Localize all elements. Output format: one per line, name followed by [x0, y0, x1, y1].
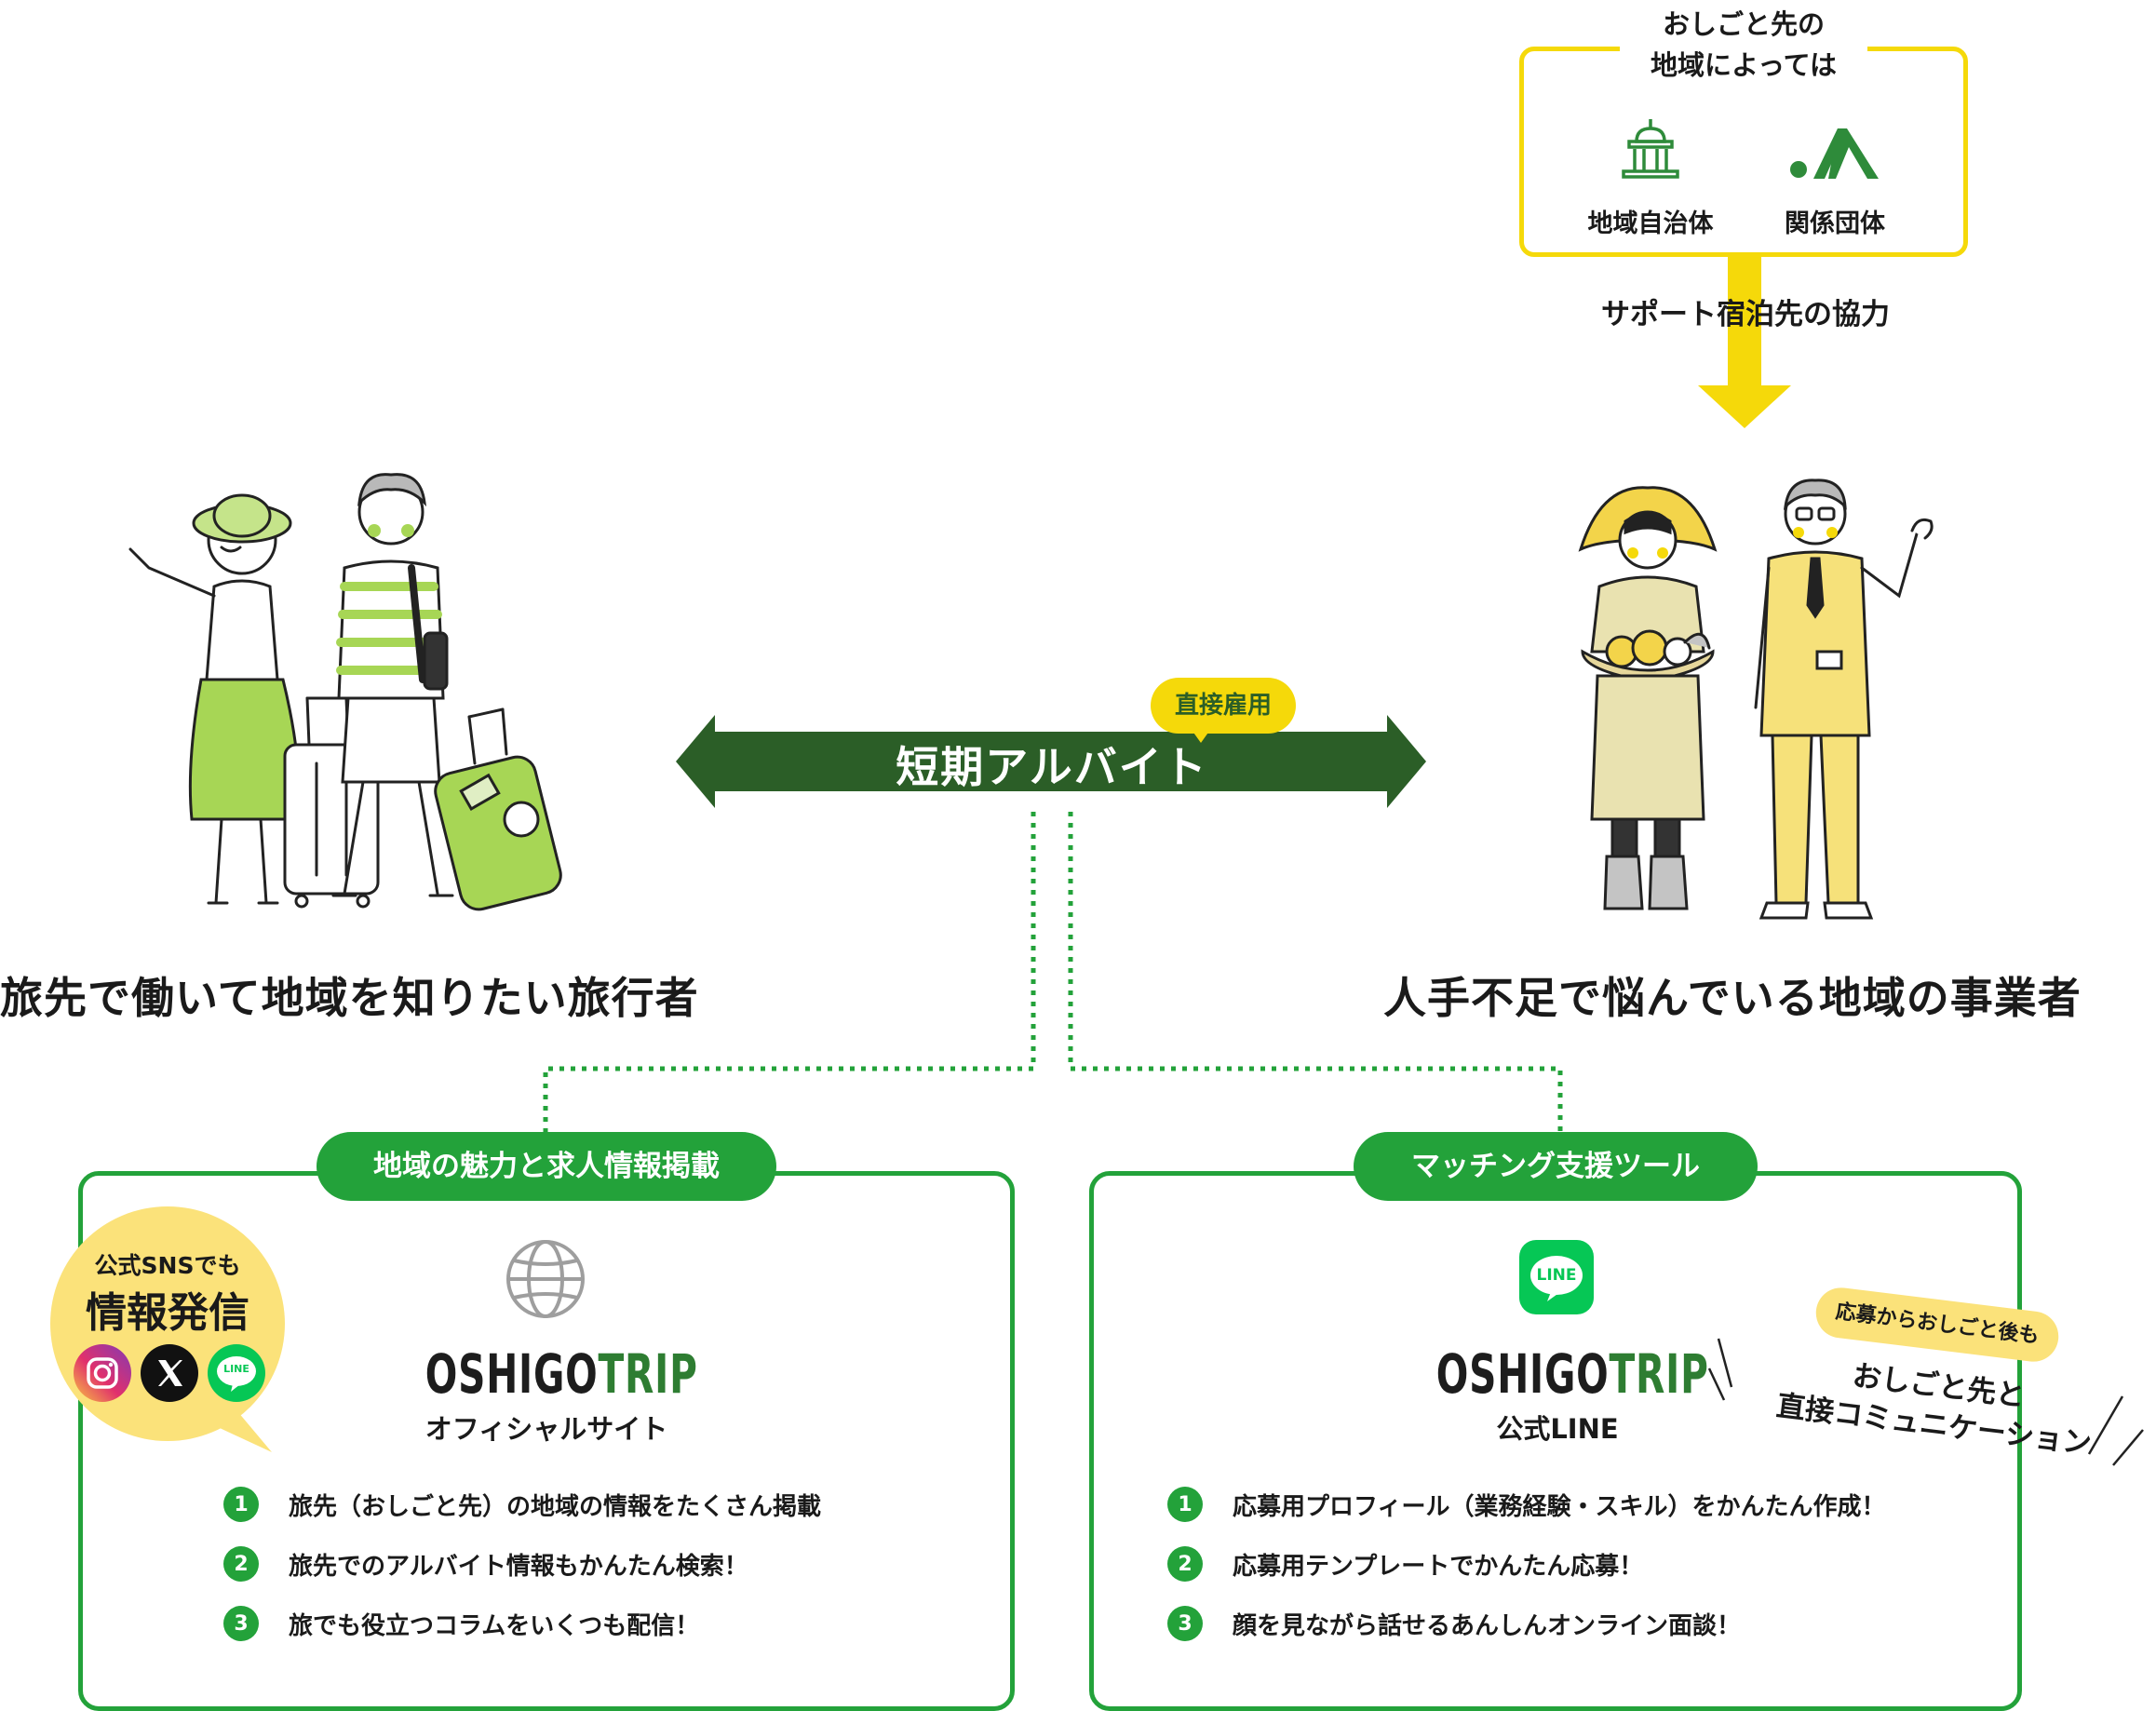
- line-feature-2: 2 応募用テンプレートでかんたん応募！: [1167, 1546, 1643, 1582]
- city-hall-icon: [1616, 115, 1685, 184]
- line-app-icon: LINE: [1519, 1240, 1594, 1314]
- left-party-label: 旅先で働いて地域を知りたい旅行者: [0, 973, 699, 1023]
- website-feature-1: 1 旅先（おしごと先）の地域の情報をたくさん掲載: [223, 1487, 821, 1522]
- feature-text: 応募用プロフィール（業務経験・スキル）をかんたん作成！: [1233, 1492, 1886, 1521]
- support-box-title-line2: 地域によっては: [1650, 49, 1838, 81]
- line-app-icon-text: LINE: [1536, 1266, 1577, 1285]
- emphasis-marks: [1704, 1331, 2150, 1471]
- website-feature-2: 2 旅先でのアルバイト情報もかんたん検索！: [223, 1546, 748, 1582]
- x-icon[interactable]: [140, 1343, 199, 1403]
- line-logo-part2: TRIP: [1609, 1342, 1709, 1406]
- line-subtitle: 公式LINE: [1496, 1413, 1619, 1445]
- feature-text: 旅でも役立つコラムをいくつも配信！: [289, 1611, 700, 1640]
- feature-text: 顔を見ながら話せるあんしんオンライン面談！: [1233, 1611, 1742, 1640]
- travelers-illustration: [112, 465, 614, 940]
- support-box-title: おしごと先の 地域によっては: [1620, 4, 1867, 86]
- support-item-label-organization: 関係団体: [1785, 209, 1885, 238]
- line-feature-1: 1 応募用プロフィール（業務経験・スキル）をかんたん作成！: [1167, 1487, 1885, 1522]
- line-card-pill: マッチング支援ツール: [1354, 1132, 1758, 1201]
- feature-text: 旅先（おしごと先）の地域の情報をたくさん掲載: [289, 1492, 822, 1521]
- instagram-icon[interactable]: [73, 1343, 132, 1403]
- website-subtitle: オフィシャルサイト: [424, 1413, 668, 1445]
- feature-number: 3: [1167, 1606, 1203, 1641]
- direct-employment-badge: 直接雇用: [1151, 678, 1296, 734]
- support-arrow: [1696, 257, 1793, 430]
- support-item-label-municipality: 地域自治体: [1587, 209, 1714, 238]
- website-card-pill: 地域の魅力と求人情報掲載: [317, 1132, 776, 1201]
- line-icon-text: LINE: [223, 1363, 249, 1375]
- business-owners-illustration: [1545, 465, 1955, 940]
- direct-employment-badge-text: 直接雇用: [1174, 692, 1272, 720]
- support-arrow-label: サポート宿泊先の協力: [1601, 298, 1890, 331]
- ja-logo-icon: [1787, 123, 1880, 181]
- feature-number: 2: [223, 1546, 259, 1582]
- center-link-label: 短期アルバイト: [896, 742, 1208, 792]
- line-icon[interactable]: LINE: [207, 1343, 266, 1403]
- line-logo-part1: OSHIGO: [1435, 1342, 1610, 1406]
- feature-number: 1: [1167, 1487, 1203, 1522]
- feature-number: 1: [223, 1487, 259, 1522]
- feature-text: 応募用テンプレートでかんたん応募！: [1233, 1552, 1644, 1581]
- website-feature-3: 3 旅でも役立つコラムをいくつも配信！: [223, 1606, 699, 1641]
- website-logo-part1: OSHIGO: [424, 1342, 599, 1406]
- support-box-title-line1: おしごと先の: [1662, 8, 1825, 40]
- center-double-arrow: [676, 711, 1426, 812]
- globe-icon: [505, 1238, 586, 1320]
- badge-tail: [1192, 730, 1210, 743]
- line-logo: OSHIGOTRIP: [1435, 1342, 1708, 1406]
- right-party-label: 人手不足で悩んでいる地域の事業者: [1383, 973, 2082, 1023]
- sns-bubble-line1: 公式SNSでも: [94, 1252, 241, 1279]
- feature-number: 3: [223, 1606, 259, 1641]
- line-feature-3: 3 顔を見ながら話せるあんしんオンライン面談！: [1167, 1606, 1741, 1641]
- website-logo: OSHIGOTRIP: [424, 1342, 697, 1406]
- feature-text: 旅先でのアルバイト情報もかんたん検索！: [289, 1552, 748, 1581]
- feature-number: 2: [1167, 1546, 1203, 1582]
- website-logo-part2: TRIP: [598, 1342, 698, 1406]
- sns-bubble-line2: 情報発信: [86, 1289, 249, 1337]
